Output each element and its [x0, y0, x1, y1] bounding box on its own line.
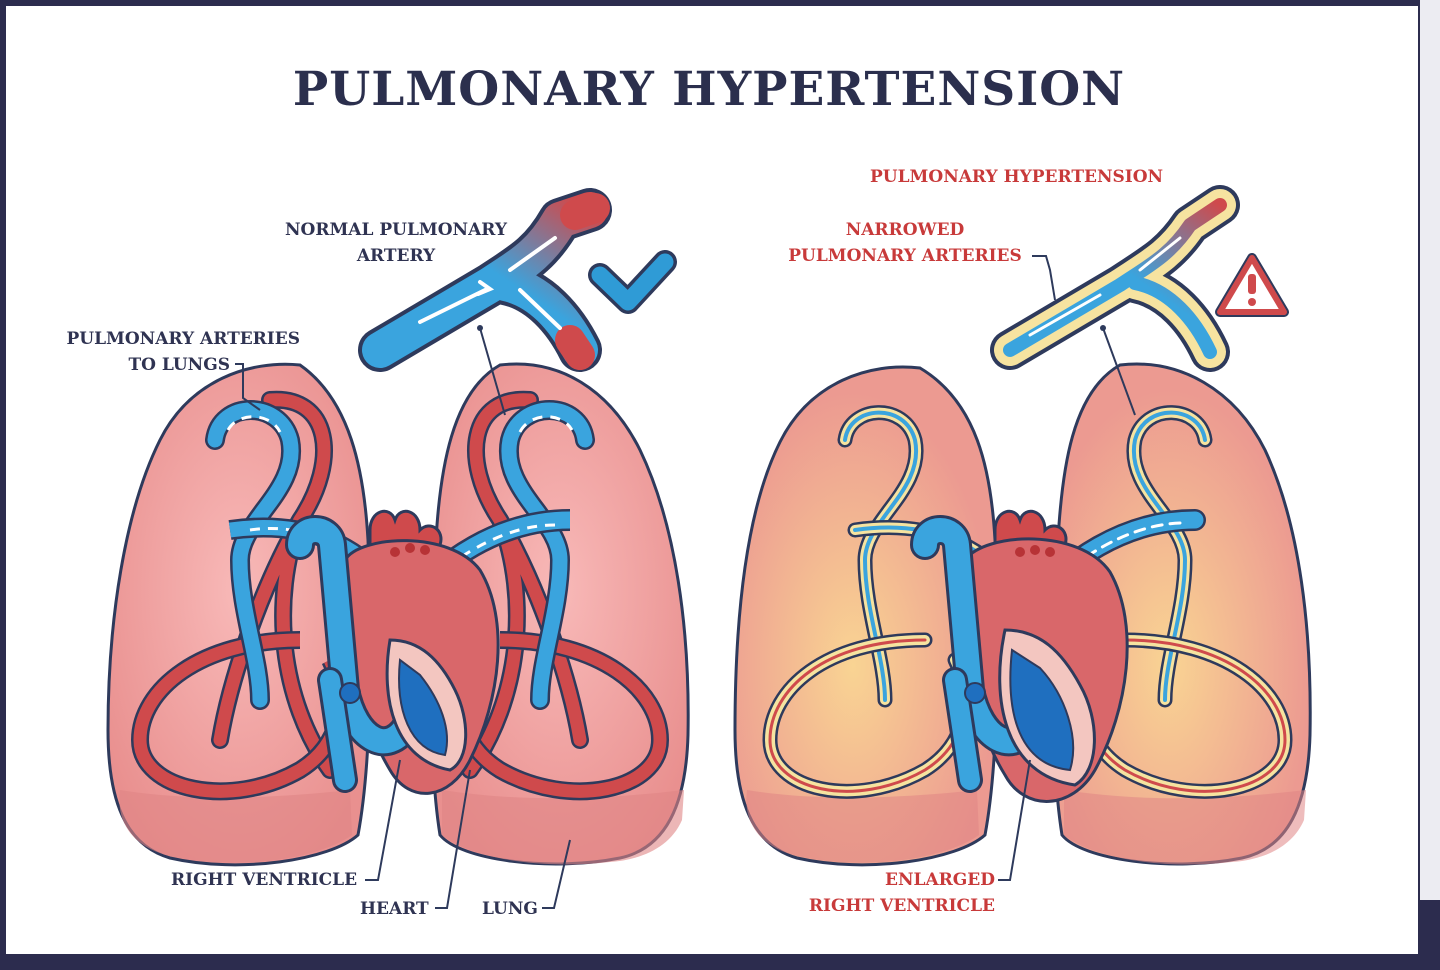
- warning-triangle-icon: [1215, 253, 1289, 317]
- hypertension-leader-lines: [998, 255, 1056, 881]
- pulmonary-arteries-label: PULMONARY ARTERIES TO LUNGS: [40, 326, 300, 378]
- page-title: PULMONARY HYPERTENSION: [292, 62, 1126, 117]
- narrowed-arteries-label-line1: NARROWED: [845, 220, 965, 240]
- heart-label: HEART: [360, 899, 429, 919]
- normal-lungs-group: [106, 362, 690, 867]
- hypertension-heart: [910, 509, 1129, 803]
- narrowed-arteries-label-line2: PULMONARY ARTERIES: [788, 246, 1022, 266]
- normal-artery-label-line2: ARTERY: [356, 246, 436, 266]
- normal-artery-label-line1: NORMAL PULMONARY: [284, 220, 507, 240]
- normal-artery-label: NORMAL PULMONARY ARTERY: [266, 217, 526, 269]
- narrowed-arteries-label: NARROWED PULMONARY ARTERIES: [770, 217, 1040, 269]
- normal-heart: [285, 509, 500, 795]
- narrowed-pulmonary-artery: [990, 185, 1240, 416]
- right-edge-strip: [1420, 0, 1440, 900]
- pulmonary-arteries-label-line2: TO LUNGS: [128, 355, 230, 375]
- enlarged-right-ventricle-label: ENLARGED RIGHT VENTRICLE: [760, 867, 995, 919]
- normal-leader-lines: [235, 363, 571, 909]
- hypertension-condition-label: PULMONARY HYPERTENSION: [870, 167, 1164, 187]
- enlarged-label-line2: RIGHT VENTRICLE: [808, 896, 995, 916]
- right-ventricle-label: RIGHT VENTRICLE: [171, 870, 358, 890]
- pulmonary-arteries-label-line1: PULMONARY ARTERIES: [66, 329, 300, 349]
- enlarged-label-line1: ENLARGED: [885, 870, 995, 890]
- lung-label: LUNG: [482, 899, 538, 919]
- hypertension-lungs-group: [733, 362, 1312, 867]
- normal-pulmonary-artery: [358, 188, 612, 416]
